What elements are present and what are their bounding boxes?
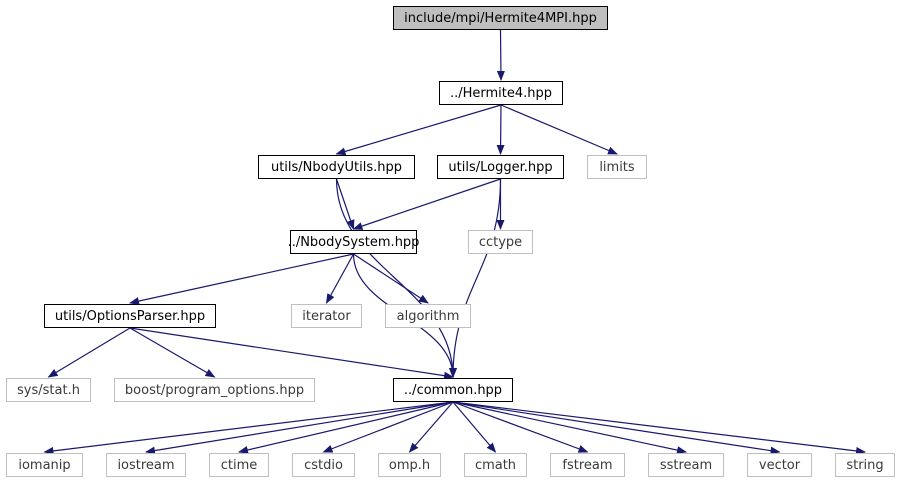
node-ctime[interactable]: ctime: [209, 453, 269, 477]
edge-root-to-hermite4: [496, 29, 505, 81]
edge-nbodysystem-to-iterator: [325, 253, 355, 304]
node-iostream[interactable]: iostream: [106, 453, 186, 477]
edge-common-to-ctime: [238, 401, 454, 454]
node-sstream[interactable]: sstream: [648, 453, 724, 477]
edge-common-to-string: [452, 401, 866, 455]
edge-common-to-cmath: [452, 401, 497, 453]
edge-hermite4-to-logger: [496, 104, 505, 155]
node-string[interactable]: string: [835, 453, 895, 477]
node-logger[interactable]: utils/Logger.hpp: [437, 155, 564, 179]
edge-common-to-omp: [408, 401, 454, 453]
node-iterator[interactable]: iterator: [291, 304, 362, 328]
node-algorithm[interactable]: algorithm: [385, 304, 471, 328]
node-cctype[interactable]: cctype: [468, 230, 533, 254]
node-iomanip[interactable]: iomanip: [6, 453, 83, 477]
node-limits[interactable]: limits: [587, 155, 647, 179]
node-nbodysystem[interactable]: ../NbodySystem.hpp: [288, 230, 419, 254]
edge-optionsparser-to-boostpo: [129, 327, 216, 378]
node-vector[interactable]: vector: [747, 453, 812, 477]
node-optionsparser[interactable]: utils/OptionsParser.hpp: [44, 304, 216, 328]
edge-common-to-iomanip: [43, 401, 454, 455]
edge-nbodysystem-to-algorithm: [353, 253, 429, 304]
edge-common-to-cstdio: [322, 401, 454, 453]
edge-hermite4-to-nbodyutils: [335, 104, 502, 156]
edge-common-to-vector: [452, 401, 781, 455]
node-omp[interactable]: omp.h: [378, 453, 441, 477]
node-fstream[interactable]: fstream: [550, 453, 625, 477]
edge-nbodysystem-to-optionsparser: [129, 253, 354, 305]
edge-hermite4-to-limits: [500, 104, 618, 155]
node-cstdio[interactable]: cstdio: [292, 453, 355, 477]
edge-nbodyutils-to-common: [335, 178, 457, 378]
edge-logger-to-nbodysystem: [352, 178, 501, 230]
edge-common-to-fstream: [452, 401, 589, 453]
edge-common-to-iostream: [145, 401, 454, 455]
node-boost-program-options[interactable]: boost/program_options.hpp: [114, 378, 315, 402]
node-cmath[interactable]: cmath: [464, 453, 527, 477]
edge-optionsparser-to-sysstat: [47, 327, 131, 378]
edge-optionsparser-to-common: [129, 327, 454, 380]
edge-nbodyutils-to-nbodysystem: [335, 178, 355, 230]
node-common[interactable]: ../common.hpp: [393, 378, 513, 402]
node-sys-stat[interactable]: sys/stat.h: [6, 378, 91, 402]
edge-logger-to-common: [449, 178, 502, 378]
node-root-hermite4mpi[interactable]: include/mpi/Hermite4MPI.hpp: [393, 6, 608, 30]
node-nbodyutils[interactable]: utils/NbodyUtils.hpp: [258, 155, 415, 179]
edge-common-to-sstream: [452, 401, 687, 455]
node-hermite4[interactable]: ../Hermite4.hpp: [439, 81, 563, 105]
